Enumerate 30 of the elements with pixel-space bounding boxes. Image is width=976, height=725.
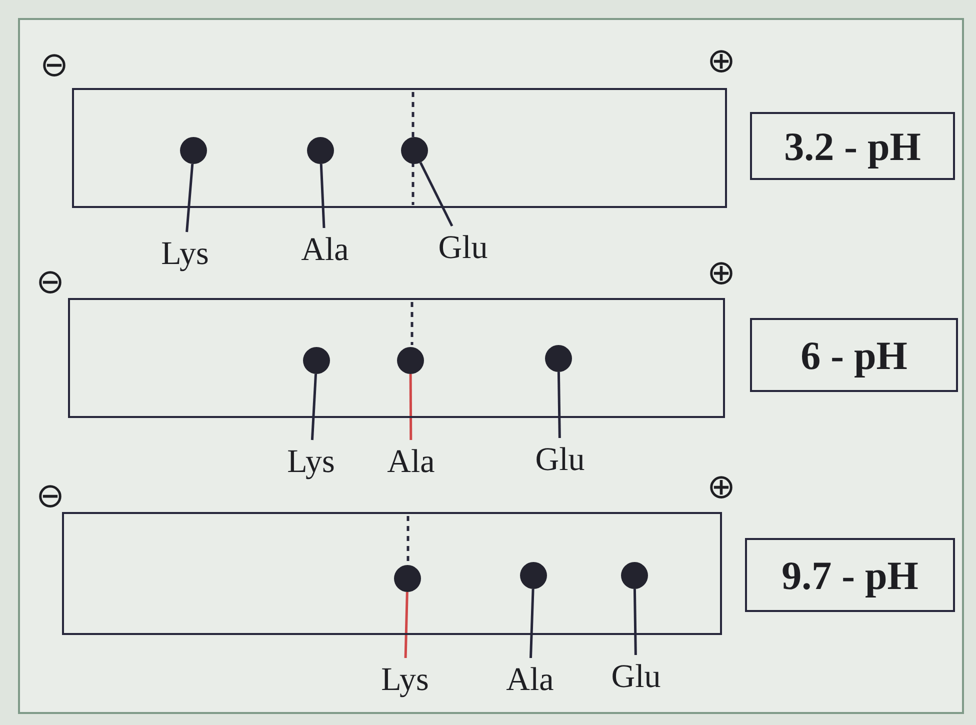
gel-strip: [68, 298, 725, 418]
amino-acid-label: Glu: [430, 226, 496, 270]
amino-acid-label: Lys: [155, 232, 215, 276]
electrode-sign: ⊕: [707, 256, 736, 290]
leader-line: [320, 164, 326, 228]
gel-strip: [72, 88, 727, 208]
leader-line: [186, 164, 194, 232]
electrode-sign: ⊖: [36, 479, 64, 513]
ph-value-box: 9.7 - pH: [745, 538, 955, 612]
gel-strip: [62, 512, 722, 635]
leader-line: [557, 372, 561, 438]
leader-line: [529, 588, 534, 658]
ph-value-box: 3.2 - pH: [750, 112, 955, 180]
amino-acid-label: Glu: [604, 655, 668, 699]
electrode-sign: ⊖: [36, 265, 64, 299]
leader-line: [419, 162, 454, 227]
amino-acid-label: Ala: [499, 658, 561, 702]
electrode-sign: ⊕: [707, 470, 736, 504]
electrode-sign: ⊕: [707, 44, 736, 78]
leader-line: [310, 374, 318, 440]
amino-acid-label: Glu: [528, 438, 592, 482]
leader-line: [409, 374, 412, 440]
leader-line: [404, 592, 408, 658]
amino-acid-label: Lys: [374, 658, 436, 702]
amino-acid-label: Lys: [280, 440, 342, 484]
amino-acid-label: Ala: [295, 228, 355, 272]
ph-value-box: 6 - pH: [750, 318, 958, 392]
amino-acid-label: Ala: [380, 440, 442, 484]
electrode-sign: ⊖: [40, 48, 68, 82]
leader-line: [633, 588, 637, 656]
